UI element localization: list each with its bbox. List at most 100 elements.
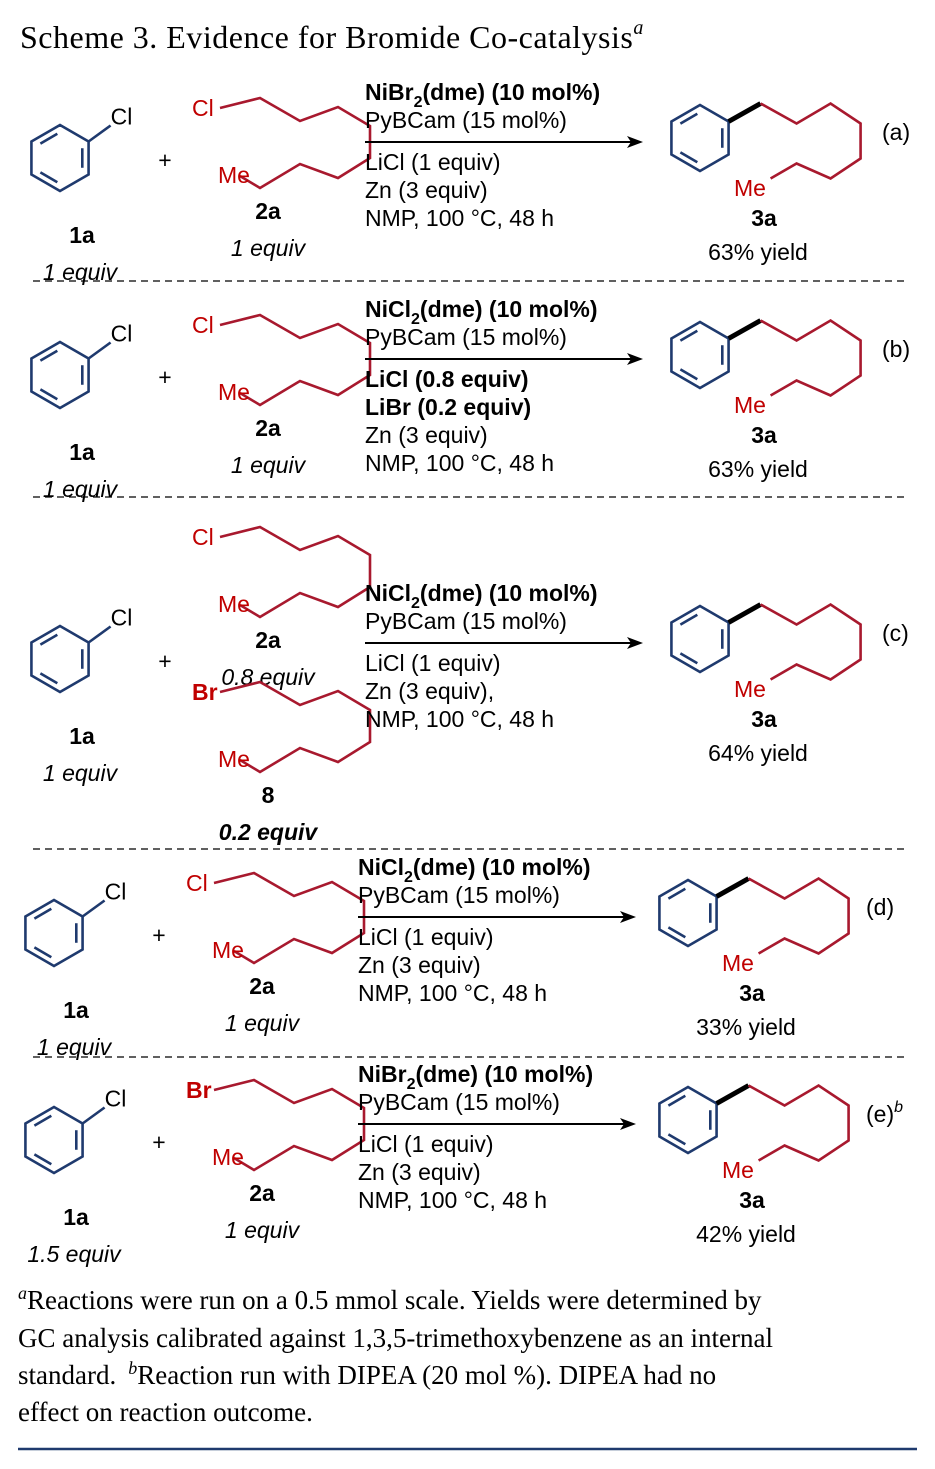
footnote-line4: effect on reaction outcome. xyxy=(18,1397,313,1427)
c-cl-bond xyxy=(81,899,106,918)
me-group: Me xyxy=(212,937,244,963)
double-bond xyxy=(679,112,698,125)
footnote-line2: GC analysis calibrated against 1,3,5-tri… xyxy=(18,1323,773,1353)
compound-label: 2a xyxy=(255,415,281,441)
reaction-tag-text: (b) xyxy=(882,336,910,362)
compound-label: 2a xyxy=(255,198,281,224)
catalyst-pre: NiBr xyxy=(358,1061,407,1087)
conditions: NiBr2(dme) (10 mol%)PyBCam (15 mol%)LiCl… xyxy=(358,1061,636,1213)
condition-line: NMP, 100 °C, 48 h xyxy=(365,706,554,732)
plus-sign: + xyxy=(158,648,171,674)
cl-atom: Cl xyxy=(111,104,133,130)
benzene-ring xyxy=(30,340,90,410)
compound-label: 8 xyxy=(262,782,275,808)
equiv-label: 1 equiv xyxy=(43,760,119,786)
product-chain xyxy=(747,876,850,955)
catalyst-post: (dme) (10 mol%) xyxy=(422,79,600,105)
reaction-tag-text: (a) xyxy=(882,119,910,145)
catalyst-line: NiBr2(dme) (10 mol%) xyxy=(358,1061,593,1093)
condition-line: NMP, 100 °C, 48 h xyxy=(365,205,554,231)
reaction-tag-text: (e) xyxy=(866,1101,894,1127)
compound-label: 3a xyxy=(739,1187,765,1213)
condition-line: Zn (3 equiv), xyxy=(365,678,494,704)
catalyst-pre: NiCl xyxy=(365,580,411,606)
catalyst-sub: 2 xyxy=(404,869,413,886)
catalyst-line: NiCl2(dme) (10 mol%) xyxy=(365,580,598,612)
condition-line: LiCl (1 equiv) xyxy=(365,149,501,175)
catalyst-post: (dme) (10 mol%) xyxy=(420,296,598,322)
benzene-ring xyxy=(670,320,730,390)
condition-line: PyBCam (15 mol%) xyxy=(365,107,567,133)
me-group: Me xyxy=(734,676,766,702)
catalyst-pre: NiCl xyxy=(358,854,404,880)
product-chain xyxy=(747,1083,850,1162)
equiv-label: 1.5 equiv xyxy=(27,1241,122,1267)
benzene-ring xyxy=(658,1085,718,1155)
catalyst-pre: NiCl xyxy=(365,296,411,322)
condition-line: NMP, 100 °C, 48 h xyxy=(358,1187,547,1213)
compound-label: 3a xyxy=(751,205,777,231)
condition-line: LiBr (0.2 equiv) xyxy=(365,394,531,420)
benzene-ring xyxy=(670,604,730,674)
benzene-ring xyxy=(30,624,90,694)
compound-label: 1a xyxy=(69,222,95,248)
compound-label: 3a xyxy=(751,422,777,448)
double-bond xyxy=(667,887,686,900)
arrow-head xyxy=(620,911,636,923)
condition-line: LiCl (0.8 equiv) xyxy=(365,366,529,392)
catalyst-sub: 2 xyxy=(411,595,420,612)
catalyst-sub: 2 xyxy=(407,1076,416,1093)
cl-atom: Cl xyxy=(192,312,214,338)
footnote-line3: standard.bReaction run with DIPEA (20 mo… xyxy=(18,1358,716,1390)
arrow-head xyxy=(627,136,643,148)
me-group: Me xyxy=(218,746,250,772)
arrow-head xyxy=(627,353,643,365)
condition-line: Zn (3 equiv) xyxy=(365,177,488,203)
double-bond xyxy=(667,1094,686,1107)
br-atom: Br xyxy=(192,679,218,705)
reaction-tag: (d) xyxy=(866,894,894,920)
compound-label: 2a xyxy=(249,1180,275,1206)
double-bond xyxy=(667,926,686,939)
conditions: NiCl2(dme) (10 mol%)PyBCam (15 mol%)LiCl… xyxy=(365,580,643,732)
double-bond xyxy=(679,652,698,665)
alkyl-chain xyxy=(219,525,372,619)
c-cl-bond xyxy=(87,341,112,360)
double-bond xyxy=(33,1153,52,1166)
double-bond xyxy=(39,672,58,685)
conditions: NiBr2(dme) (10 mol%)PyBCam (15 mol%)LiCl… xyxy=(365,79,643,231)
equiv-label: 1 equiv xyxy=(231,452,307,478)
reaction-tag-text: (d) xyxy=(866,894,894,920)
reaction-tag: (e)b xyxy=(866,1099,903,1127)
reaction-tag-text: (c) xyxy=(882,620,909,646)
scheme-title: Scheme 3. Evidence for Bromide Co-cataly… xyxy=(20,17,644,55)
yield-label: 63% yield xyxy=(708,456,808,482)
new-c-c-bond xyxy=(727,101,762,124)
reaction-tag: (c) xyxy=(882,620,909,646)
double-bond xyxy=(667,1133,686,1146)
compound-label: 2a xyxy=(249,973,275,999)
yield-label: 63% yield xyxy=(708,239,808,265)
condition-line: LiCl (1 equiv) xyxy=(358,924,494,950)
yield-label: 64% yield xyxy=(708,740,808,766)
condition-line: PyBCam (15 mol%) xyxy=(358,1089,560,1115)
plus-sign: + xyxy=(152,922,165,948)
footnote-line1-text: Reactions were run on a 0.5 mmol scale. … xyxy=(27,1285,762,1315)
reaction-tag-sup: b xyxy=(894,1099,903,1116)
condition-line: Zn (3 equiv) xyxy=(358,952,481,978)
benzene-ring xyxy=(24,898,84,968)
cl-atom: Cl xyxy=(111,321,133,347)
condition-line: PyBCam (15 mol%) xyxy=(365,608,567,634)
